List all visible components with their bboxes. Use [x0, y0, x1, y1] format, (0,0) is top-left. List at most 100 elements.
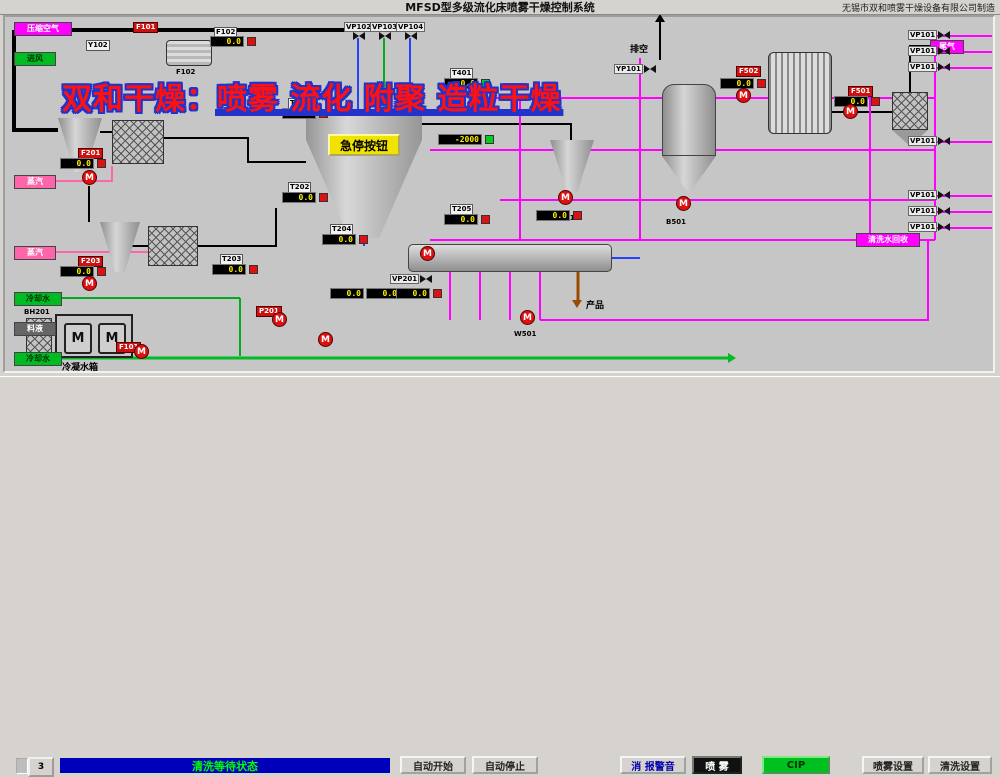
valve-vp103[interactable]: VP103 — [370, 22, 400, 40]
stream-tag: 进风 — [14, 52, 56, 66]
equipment-label: 产品 — [586, 301, 605, 311]
emergency-stop-button[interactable]: 急停按钮 — [328, 134, 400, 156]
valve-vp101[interactable]: VP101 — [908, 62, 951, 72]
title-bar: MFSD型多级流化床喷雾干燥控制系统 无锡市双和喷雾干燥设备有限公司制造 — [0, 0, 1000, 15]
footer-button-3[interactable]: 喷 雾 — [692, 756, 742, 774]
equipment-label: BH201 — [24, 308, 50, 316]
pump-motor[interactable]: M — [318, 332, 333, 347]
valve-vp101[interactable]: VP101 — [908, 222, 951, 232]
equipment-label: 排空 — [630, 45, 649, 55]
status-indicator — [433, 289, 442, 298]
pump-motor[interactable]: M — [134, 344, 149, 359]
valve-label: VP101 — [908, 62, 938, 72]
value-display[interactable]: 0.0 — [366, 288, 400, 299]
valve-label: VP104 — [396, 22, 426, 32]
status-indicator — [97, 267, 106, 276]
status-indicator — [871, 97, 880, 106]
silo-b501 — [662, 84, 716, 156]
status-banner: 清洗等待状态 — [60, 758, 390, 773]
heat-exchanger-1 — [112, 120, 164, 164]
valve-icon — [938, 223, 951, 231]
equipment-label: 冷凝水箱 — [62, 363, 99, 373]
stream-tag: 蒸汽 — [14, 246, 56, 260]
valve-vp104[interactable]: VP104 — [396, 22, 426, 40]
valve-vp101[interactable]: VP101 — [908, 30, 951, 40]
pump-motor[interactable]: M — [843, 104, 858, 119]
value-display[interactable]: 0.0 — [282, 192, 316, 203]
value-display[interactable]: 0.0 — [444, 214, 478, 225]
stream-tag: 蒸汽 — [14, 175, 56, 189]
valve-vp201[interactable]: VP201 — [390, 274, 433, 284]
status-indicator — [485, 135, 494, 144]
valve-icon — [378, 32, 391, 40]
condensate-tank: M M — [55, 314, 133, 358]
status-indicator — [97, 159, 106, 168]
equipment-label: B501 — [666, 218, 686, 226]
value-display[interactable]: 0.0 — [212, 264, 246, 275]
step-indicator: 3 — [28, 757, 54, 777]
value-display[interactable]: 0.0 — [60, 266, 94, 277]
pump-motor[interactable]: M — [420, 246, 435, 261]
pump-motor[interactable]: M — [520, 310, 535, 325]
valve-label: VP101 — [908, 30, 938, 40]
bag-filter — [892, 92, 928, 130]
value-display[interactable]: 0.0 — [720, 78, 754, 89]
pump-motor[interactable]: M — [82, 276, 97, 291]
footer-button-4[interactable]: CIP — [762, 756, 830, 774]
equipment-label: Y102 — [86, 40, 110, 51]
pump-motor[interactable]: M — [272, 312, 287, 327]
control-bar: 3 清洗等待状态 自动开始自动停止 消 报警音喷 雾 CIP 喷雾设置清洗设置 — [0, 376, 1000, 777]
valve-yp101[interactable]: YP101 — [614, 64, 656, 74]
valve-vp101[interactable]: VP101 — [908, 136, 951, 146]
valve-icon — [938, 191, 951, 199]
footer-button-1[interactable]: 自动停止 — [472, 756, 538, 774]
value-display[interactable]: 0.0 — [322, 234, 356, 245]
footer-button-2[interactable]: 消 报警音 — [620, 756, 686, 774]
equipment-label: W501 — [514, 330, 537, 338]
valve-icon — [938, 207, 951, 215]
valve-vp101[interactable]: VP101 — [908, 190, 951, 200]
valve-vp101[interactable]: VP101 — [908, 46, 951, 56]
value-display[interactable]: 0.0 — [282, 108, 316, 119]
watermark-body: 喷雾 流化 附聚 造粒干燥 — [217, 82, 562, 117]
pump-motor[interactable]: M — [736, 88, 751, 103]
equipment-label: P201 — [256, 306, 282, 317]
valve-icon — [938, 63, 951, 71]
status-indicator — [319, 193, 328, 202]
value-display[interactable]: 0.0 — [330, 288, 364, 299]
pump-motor[interactable]: M — [558, 190, 573, 205]
valve-label: VP101 — [908, 222, 938, 232]
valve-label: VP201 — [390, 274, 420, 284]
value-display[interactable]: 0.0 — [536, 210, 570, 221]
footer-button-5[interactable]: 喷雾设置 — [862, 756, 924, 774]
valve-icon — [643, 65, 656, 73]
valve-icon — [938, 47, 951, 55]
stream-tag: 冷却水 — [14, 352, 62, 366]
valve-icon — [938, 137, 951, 145]
valve-label: YP101 — [614, 64, 643, 74]
valve-label: VP101 — [908, 206, 938, 216]
footer-button-0[interactable]: 自动开始 — [400, 756, 466, 774]
footer-button-6[interactable]: 清洗设置 — [928, 756, 992, 774]
valve-vp101[interactable]: VP101 — [908, 206, 951, 216]
page-title: MFSD型多级流化床喷雾干燥控制系统 — [405, 1, 595, 14]
stream-tag: 冷却水 — [14, 292, 62, 306]
value-display[interactable]: -2000 — [438, 134, 482, 145]
valve-vp102[interactable]: VP102 — [344, 22, 374, 40]
pump-motor[interactable]: M — [676, 196, 691, 211]
heat-exchanger-2 — [148, 226, 198, 266]
status-indicator — [481, 215, 490, 224]
pump-motor[interactable]: M — [82, 170, 97, 185]
value-display[interactable]: 0.0 — [60, 158, 94, 169]
equipment-label: F101 — [133, 22, 159, 33]
value-display[interactable]: 0.0 — [444, 78, 478, 89]
stream-tag: 压缩空气 — [14, 22, 72, 36]
valve-icon — [352, 32, 365, 40]
status-indicator — [319, 109, 328, 118]
watermark-text: 双和干燥：喷雾 流化 附聚 造粒干燥 — [62, 74, 561, 118]
value-display[interactable]: 0.0 — [396, 288, 430, 299]
status-indicator — [249, 265, 258, 274]
footer-mini-indicator — [16, 758, 28, 774]
value-display[interactable]: 0.0 — [210, 36, 244, 47]
diagram-canvas — [3, 15, 995, 373]
